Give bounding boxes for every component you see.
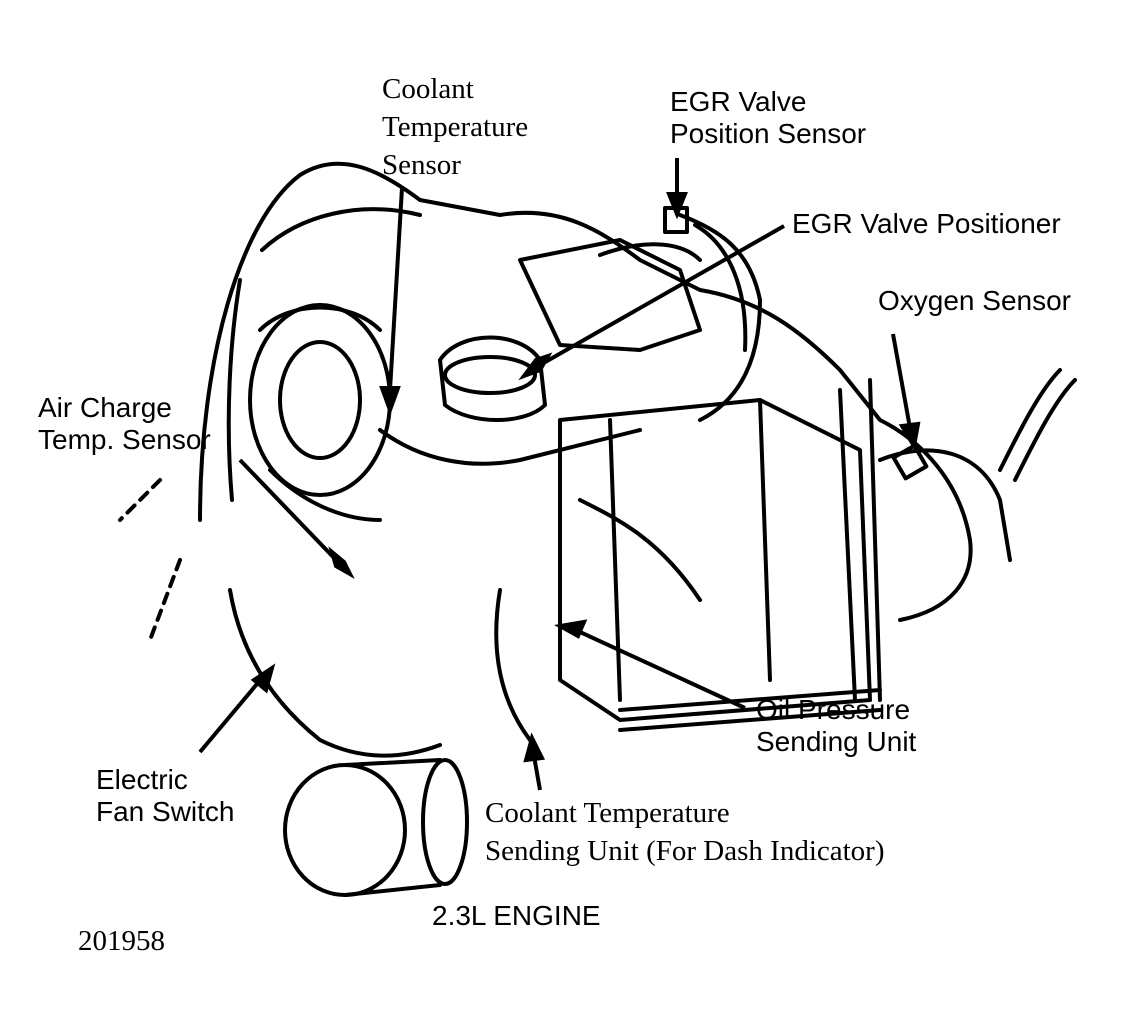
label-oil-pressure-sending-unit: Oil Pressure Sending Unit bbox=[756, 694, 917, 757]
label-oxygen-sensor: Oxygen Sensor bbox=[878, 285, 1071, 316]
engine-block bbox=[558, 398, 872, 722]
leader-electric-fan-switch bbox=[198, 676, 264, 754]
label-coolant-temperature-sensor: Coolant Temperature Sensor bbox=[382, 73, 529, 181]
leader-coolant-temp-sending-unit bbox=[532, 755, 542, 791]
diagram-caption: 2.3L ENGINE bbox=[432, 900, 601, 931]
label-egr-valve-position-sensor: EGR Valve Position Sensor bbox=[670, 86, 867, 149]
leader-coolant-temp-sensor bbox=[388, 187, 404, 391]
label-air-charge-temp-sensor: Air Charge Temp. Sensor bbox=[38, 392, 211, 455]
figure-number: 201958 bbox=[78, 925, 165, 957]
label-coolant-temperature-sending-unit: Coolant Temperature Sending Unit (For Da… bbox=[485, 797, 885, 867]
leader-oil-pressure-sending-unit bbox=[579, 630, 746, 710]
leader-air-charge-temp-sensor bbox=[238, 458, 340, 564]
leader-egr-positioner bbox=[539, 224, 785, 367]
label-electric-fan-switch: Electric Fan Switch bbox=[96, 764, 235, 827]
leader-oxygen-sensor bbox=[891, 333, 912, 429]
front-pulley bbox=[248, 303, 392, 497]
oil-filter bbox=[283, 763, 407, 897]
label-egr-valve-positioner: EGR Valve Positioner bbox=[792, 208, 1061, 239]
egr-housing bbox=[438, 335, 547, 422]
